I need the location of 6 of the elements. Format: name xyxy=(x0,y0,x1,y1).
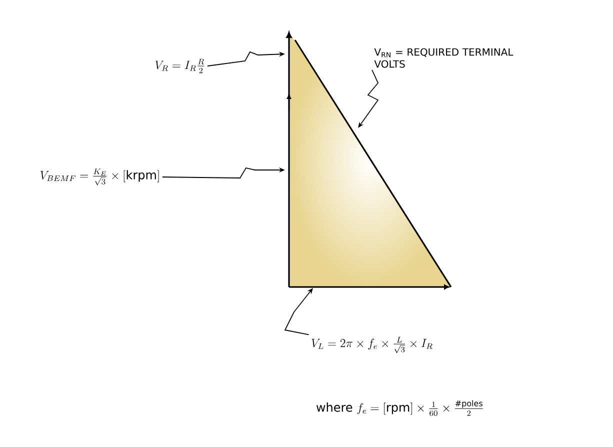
formula-label: $V_{BEMF} = \frac{K_E}{\sqrt{3}} \times [\mathrm{krpm}]$ xyxy=(40,168,159,186)
formula-label: $V_L = 2\pi \times f_e \times \frac{L}{\sqrt{3}} \times I_R$ xyxy=(312,336,432,354)
leader-line xyxy=(284,288,313,336)
formula-label: $V_R = I_R \frac{R}{2}$ xyxy=(155,58,204,74)
callout-text: V$_{RN}$ = REQUIRED TERMINAL VOLTS xyxy=(374,48,514,68)
formula-note: $\text{where } f_e = [\mathrm{rpm}] \times \frac{1}{60} \times \frac{\#\mathrm{poles}}{2}$ xyxy=(316,400,483,416)
